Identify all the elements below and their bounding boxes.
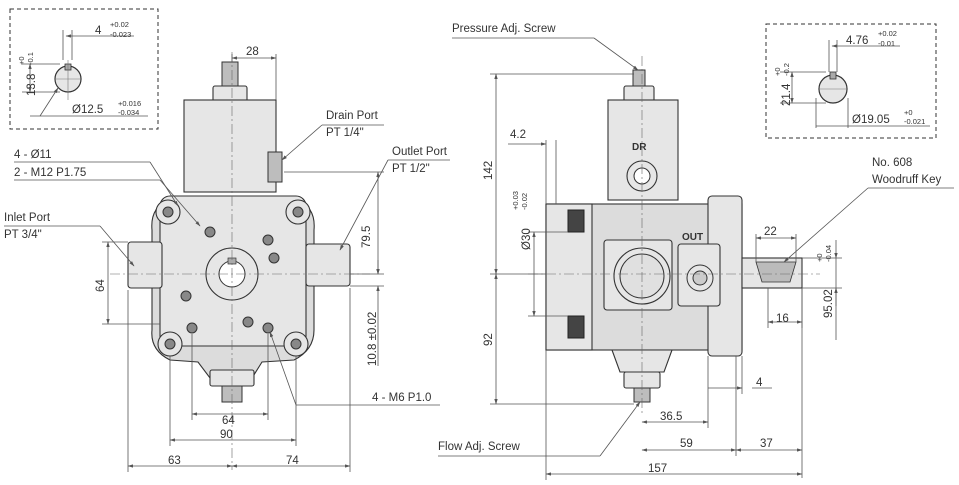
front-inset-dia-tol-upper: +0.016 bbox=[118, 99, 141, 108]
dim-4-2: 4.2 bbox=[510, 129, 526, 141]
label-outlet-port: Outlet Port bbox=[392, 146, 448, 158]
front-pump-body bbox=[110, 52, 370, 470]
dim-22: 22 bbox=[764, 226, 777, 238]
side-inset-width: 4.76 bbox=[846, 35, 868, 47]
label-pressure-screw: Pressure Adj. Screw bbox=[452, 23, 556, 35]
front-inset-width-tol-upper: +0.02 bbox=[110, 20, 129, 29]
label-inlet-size: PT 3/4" bbox=[4, 229, 42, 241]
dim-width-64: 64 bbox=[222, 415, 235, 427]
label-mount-holes: 4 - Ø11 bbox=[14, 149, 52, 161]
dim-d95-tol-upper: +0 bbox=[815, 253, 824, 262]
label-inlet-port: Inlet Port bbox=[4, 212, 51, 224]
front-inset-height: 13.8 bbox=[26, 74, 38, 96]
label-bolt-m6: 4 - M6 P1.0 bbox=[372, 392, 431, 404]
mark-dr: DR bbox=[632, 142, 647, 153]
front-shaft-inset: 4 +0.02 -0.023 13.8 +0 -0.1 Ø12.5 +0.016… bbox=[9, 8, 159, 130]
side-view: 4.76 +0.02 -0.01 21.4 +0 -0.2 Ø19.05 +0 … bbox=[438, 23, 954, 480]
dim-width-74: 74 bbox=[286, 455, 299, 467]
front-inset-height-tol-lower: -0.1 bbox=[26, 52, 35, 65]
label-woodruff-key: Woodruff Key bbox=[872, 174, 942, 186]
front-inset-diameter: Ø12.5 bbox=[72, 104, 103, 116]
side-inset-width-tol-upper: +0.02 bbox=[878, 29, 897, 38]
side-inset-width-tol-lower: -0.01 bbox=[878, 39, 895, 48]
dim-d95-tol-lower: -0.04 bbox=[824, 245, 833, 262]
dim-37: 37 bbox=[760, 438, 773, 450]
side-inset-dia-tol-lower: -0.021 bbox=[904, 117, 925, 126]
side-inset-height-tol-upper: +0 bbox=[773, 67, 782, 76]
dim-16: 16 bbox=[776, 313, 789, 325]
dim-diameter-30: Ø30 bbox=[521, 228, 533, 250]
side-dimensions: Pressure Adj. Screw Flow Adj. Screw No. … bbox=[438, 23, 954, 480]
label-key-number: No. 608 bbox=[872, 157, 912, 169]
label-outlet-size: PT 1/2" bbox=[392, 163, 430, 175]
front-dimensions: 28 4 - Ø11 2 - M12 P1.75 Drain Port PT 1… bbox=[4, 46, 450, 472]
dim-95-02: 95.02 bbox=[823, 289, 835, 318]
mark-out: OUT bbox=[682, 232, 703, 243]
side-inset-dia-tol-upper: +0 bbox=[904, 108, 913, 117]
front-view: 4 +0.02 -0.023 13.8 +0 -0.1 Ø12.5 +0.016… bbox=[4, 8, 450, 472]
side-inset-diameter: Ø19.05 bbox=[852, 114, 890, 126]
front-inset-width: 4 bbox=[95, 25, 102, 37]
side-shaft-inset: 4.76 +0.02 -0.01 21.4 +0 -0.2 Ø19.05 +0 … bbox=[765, 23, 937, 139]
front-inset-height-tol-upper: +0 bbox=[17, 56, 26, 65]
dim-width-63: 63 bbox=[168, 455, 181, 467]
dim-157: 157 bbox=[648, 463, 667, 475]
dim-142: 142 bbox=[483, 161, 495, 180]
dim-4: 4 bbox=[756, 377, 763, 389]
front-inset-width-tol-lower: -0.023 bbox=[110, 30, 131, 39]
dim-d30-tol-upper: +0.03 bbox=[511, 191, 520, 210]
dim-79-5: 79.5 bbox=[361, 226, 373, 248]
dim-10-8: 10.8 ±0.02 bbox=[367, 312, 379, 366]
dim-top-28: 28 bbox=[246, 46, 259, 58]
dim-height-64: 64 bbox=[95, 279, 107, 292]
label-drain-port: Drain Port bbox=[326, 110, 379, 122]
front-inset-dia-tol-lower: -0.034 bbox=[118, 108, 139, 117]
dim-59: 59 bbox=[680, 438, 693, 450]
label-drain-size: PT 1/4" bbox=[326, 127, 364, 139]
side-inset-height-tol-lower: -0.2 bbox=[782, 63, 791, 76]
label-flow-screw: Flow Adj. Screw bbox=[438, 441, 520, 453]
dim-d30-tol-lower: -0.02 bbox=[520, 193, 529, 210]
label-threads: 2 - M12 P1.75 bbox=[14, 167, 86, 179]
side-pump-body: DR OUT bbox=[528, 56, 820, 414]
dim-92: 92 bbox=[483, 333, 495, 346]
side-inset-height: 21.4 bbox=[781, 83, 793, 106]
dim-width-90: 90 bbox=[220, 429, 233, 441]
dim-36-5: 36.5 bbox=[660, 411, 682, 423]
